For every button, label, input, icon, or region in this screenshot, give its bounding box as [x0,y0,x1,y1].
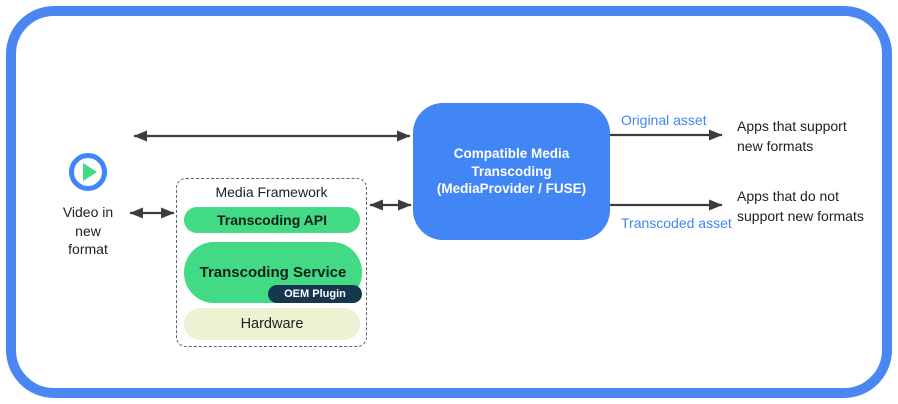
hardware-pill: Hardware [184,308,360,340]
oem-plugin-pill: OEM Plugin [268,285,362,303]
video-source-label: Video in new format [62,204,114,257]
play-icon [69,153,107,191]
transcoded-asset-label: Transcoded asset [621,215,732,231]
play-triangle-icon [83,163,97,181]
apps-support-label: Apps that support new formats [737,118,847,154]
transcoding-api-pill: Transcoding API [184,207,360,233]
media-framework-box: Media Framework [176,178,367,347]
apps-not-support-label: Apps that do not support new formats [737,188,864,224]
media-framework-title: Media Framework [215,184,328,200]
compatible-media-transcoding-box: Compatible Media Transcoding (MediaProvi… [413,103,610,240]
diagram-frame [6,6,892,398]
original-asset-label: Original asset [621,112,707,128]
